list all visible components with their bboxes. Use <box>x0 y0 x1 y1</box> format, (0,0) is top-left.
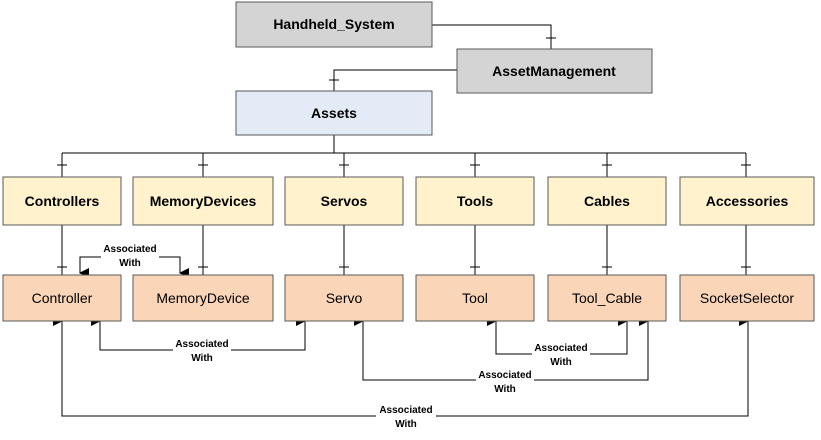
category-box-accessories[interactable]: Accessories <box>679 176 815 226</box>
item-box-toolcable[interactable]: Tool_Cable <box>547 274 667 322</box>
item-box-controller[interactable]: Controller <box>2 274 122 322</box>
category-box-cables[interactable]: Cables <box>547 176 667 226</box>
label-background <box>101 240 159 270</box>
item-rect <box>2 274 122 322</box>
assoc-label-line1: Associated <box>175 339 228 350</box>
connector-assetmanagement-to-assets <box>333 69 457 91</box>
top-nodes: Handheld_System AssetManagement Assets <box>235 1 653 136</box>
item-box-servo[interactable]: Servo <box>284 274 404 322</box>
category-rect <box>132 176 274 226</box>
category-label-accessories: Accessories <box>706 193 789 209</box>
assets-label: Assets <box>311 105 357 121</box>
assoc-label-memorydevice-servo: Associated With <box>173 336 231 366</box>
assoc-label-line2: With <box>191 353 213 364</box>
assoc-label-line2: With <box>119 258 141 269</box>
item-rect <box>284 274 404 322</box>
item-label-toolcable: Tool_Cable <box>572 290 642 306</box>
category-box-memorydevices[interactable]: MemoryDevices <box>132 176 274 226</box>
assoc-label-servo-toolcable: Associated With <box>476 368 534 398</box>
category-box-tools[interactable]: Tools <box>415 176 535 226</box>
hierarchy-connectors <box>57 24 751 275</box>
asset-management-label: AssetManagement <box>492 63 616 79</box>
item-label-servo: Servo <box>326 290 363 306</box>
category-rect <box>2 176 122 226</box>
asset-management-rect <box>456 48 653 94</box>
assoc-label-line1: Associated <box>379 405 432 416</box>
handheld-system-label: Handheld_System <box>273 16 394 32</box>
assoc-label-line1: Associated <box>478 370 531 381</box>
item-label-memorydevice: MemoryDevice <box>156 290 250 306</box>
connector-handheld-to-assetmanagement <box>432 24 552 49</box>
assoc-label-line1: Associated <box>534 343 587 354</box>
item-label-socketselector: SocketSelector <box>700 290 794 306</box>
category-label-cables: Cables <box>584 193 630 209</box>
category-box-servos[interactable]: Servos <box>284 176 404 226</box>
handheld-system-rect <box>235 1 433 48</box>
assoc-label-line1: Associated <box>103 244 156 255</box>
assoc-label-line2: With <box>494 384 516 395</box>
assoc-label-line2: With <box>550 357 572 368</box>
assoc-controller-socketselector <box>53 316 749 417</box>
assoc-label-controller-socketselector: Associated With <box>376 402 436 432</box>
category-rect <box>547 176 667 226</box>
assoc-label-controller-memorydevice: Associated With <box>101 240 159 270</box>
item-rect <box>679 274 815 322</box>
category-rect <box>284 176 404 226</box>
item-nodes: Controller MemoryDevice Servo Tool Tool_… <box>2 274 815 322</box>
item-label-controller: Controller <box>32 290 93 306</box>
assets-box[interactable]: Assets <box>235 90 433 136</box>
category-rect <box>415 176 535 226</box>
item-box-memorydevice[interactable]: MemoryDevice <box>132 274 274 322</box>
assoc-label-tool-toolcable: Associated With <box>532 340 590 370</box>
assoc-label-line2: With <box>395 419 417 430</box>
item-rect <box>547 274 667 322</box>
item-box-socketselector[interactable]: SocketSelector <box>679 274 815 322</box>
category-nodes: Controllers MemoryDevices Servos Tools C… <box>2 176 815 226</box>
category-label-tools: Tools <box>457 193 494 209</box>
item-rect <box>132 274 274 322</box>
item-box-tool[interactable]: Tool <box>415 274 535 322</box>
label-background <box>532 340 590 370</box>
item-label-tool: Tool <box>462 290 488 306</box>
category-label-memorydevices: MemoryDevices <box>150 193 257 209</box>
label-background <box>173 336 231 366</box>
category-label-servos: Servos <box>321 193 368 209</box>
category-label-controllers: Controllers <box>25 193 100 209</box>
association-labels: Associated With Associated With Associat… <box>101 240 590 432</box>
asset-management-box[interactable]: AssetManagement <box>456 48 653 94</box>
label-background <box>376 402 436 432</box>
category-box-controllers[interactable]: Controllers <box>2 176 122 226</box>
assets-rect <box>235 90 433 136</box>
item-rect <box>415 274 535 322</box>
label-background <box>476 368 534 398</box>
handheld-system-box[interactable]: Handheld_System <box>235 1 433 48</box>
category-rect <box>679 176 815 226</box>
